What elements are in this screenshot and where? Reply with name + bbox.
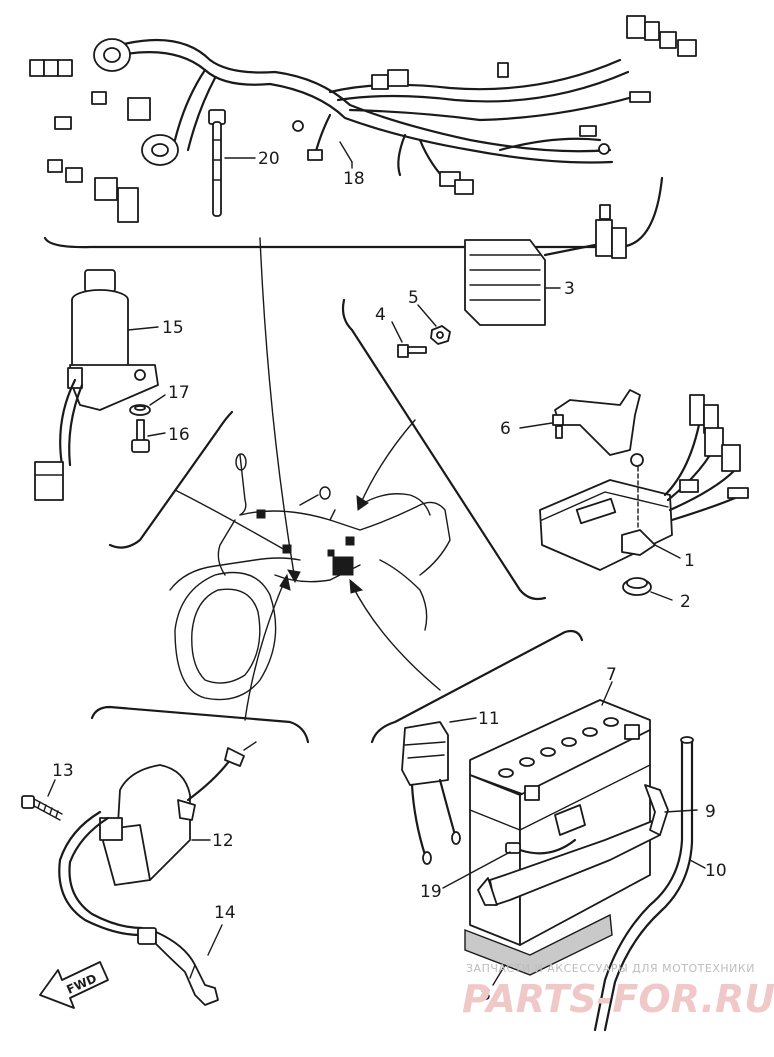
part-number-20: 20 [258,149,280,169]
leader-15 [127,326,159,331]
part-number-6: 6 [500,419,511,439]
part-number-14: 14 [214,903,236,923]
leader-1 [654,544,681,559]
cdi-unit-part [539,394,749,571]
part-number-1: 1 [684,551,695,571]
connection-arrowhead-coil [279,573,291,591]
grommet-part [622,577,652,596]
leader-14 [207,924,223,956]
part-number-8: 8 [480,985,491,1005]
divider-bottom-left [90,705,310,744]
part-number-15: 15 [162,318,184,338]
battery-pad-part [464,913,613,976]
part-number-16: 16 [168,425,190,445]
part-number-5: 5 [408,288,419,308]
leader-13 [47,779,56,797]
divider-left-mid [108,410,234,549]
connection-line-ignition [174,489,286,551]
connection-line-regulator [359,419,416,506]
leader-11 [449,717,477,723]
nut-part [430,325,451,345]
part-number-7: 7 [606,665,617,685]
leader-17 [149,394,166,406]
connection-line-harness [259,237,296,581]
leader-8 [492,964,506,986]
leader-2 [650,591,673,601]
ignition-coil-part [58,741,257,937]
leader-5 [417,304,437,327]
part-number-18: 18 [343,169,365,189]
leader-10 [689,859,706,869]
part-number-11: 11 [478,709,500,729]
connection-arrowhead-battery [349,578,364,594]
bolt-part [397,344,427,358]
leader-19 [442,851,511,889]
leader-6 [519,422,553,429]
part-number-12: 12 [212,831,234,851]
leader-16 [147,432,166,437]
coil-bolt-part [21,795,63,821]
watermark-tagline: ЗАПЧАСТИ И АКСЕССУАРЫ ДЛЯ МОТОТЕХНИКИ [466,962,755,975]
part-number-2: 2 [680,592,691,612]
bracket-part [552,389,641,456]
connection-line-coil [244,579,286,721]
screw-part [131,419,150,453]
ignition-switch-part [34,269,159,501]
divider-right-mid [341,298,547,601]
regulator-part [464,204,627,326]
cable-tie-part [208,109,226,217]
connection-line-battery [351,584,441,691]
breather-hose-part [593,736,694,1032]
motorcycle-sketch [169,453,451,701]
part-number-13: 13 [52,761,74,781]
divider-bottom-right [370,629,584,744]
relay-part [401,721,461,865]
part-number-10: 10 [705,861,727,881]
part-number-9: 9 [705,802,716,822]
connection-arrowhead-harness [287,569,301,584]
wire-harness-part [29,15,697,223]
part-number-19: 19 [420,882,442,902]
leader-7 [601,681,613,706]
fwd-arrow-icon: FWD [39,961,109,1009]
part-number-17: 17 [168,383,190,403]
battery-band-part [477,784,669,906]
washer-part [129,404,151,416]
battery-part [469,699,651,946]
connection-arrowhead-regulator [356,495,369,511]
spark-plug-cap-part [137,927,219,1006]
battery-lead-part [505,838,577,855]
leader-4 [391,321,403,343]
watermark-logo: PARTS-FOR.RU [462,977,774,1021]
part-number-3: 3 [564,279,575,299]
part-number-4: 4 [375,305,386,325]
